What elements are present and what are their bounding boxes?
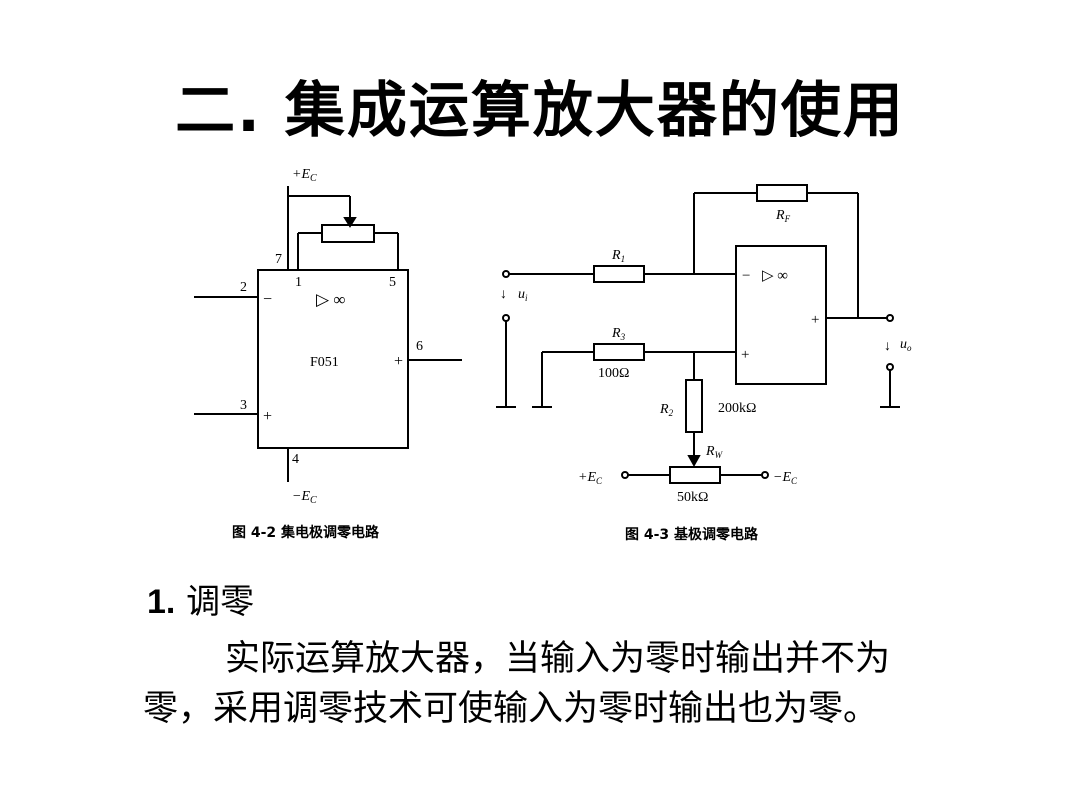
pin-1: 1 xyxy=(295,275,302,290)
output-sign: + xyxy=(394,353,403,370)
uo-arrow: ↓ xyxy=(884,339,891,354)
resistor-r3 xyxy=(593,343,645,361)
r1-label: R1 xyxy=(611,248,625,264)
uo-label: uo xyxy=(900,337,912,353)
noninverting-sign-43: + xyxy=(741,347,749,363)
r2-value: 200kΩ xyxy=(718,401,756,416)
vee-label-43: −EC xyxy=(773,470,798,486)
figure-4-3 xyxy=(496,184,900,484)
inverting-sign-43: − xyxy=(742,268,750,284)
potentiometer-rw xyxy=(669,466,721,484)
resistor-r2 xyxy=(685,379,703,433)
section-heading-text: 调零 xyxy=(186,582,255,622)
figure-4-2-caption: 图 4-2 集电极调零电路 xyxy=(232,524,380,541)
pin-3: 3 xyxy=(240,398,247,413)
inverting-sign: − xyxy=(263,291,272,308)
op-amp-box xyxy=(735,245,827,385)
noninverting-sign: + xyxy=(263,408,272,425)
body-paragraph: 实际运算放大器，当输入为零时输出并不为 零，采用调零技术可使输入为零时输出也为零… xyxy=(143,634,1043,734)
resistor-rf xyxy=(756,184,808,202)
pin-4: 4 xyxy=(292,452,299,467)
figure-4-3-labels: RF R1 R3 100Ω R2 200kΩ RW 50kΩ ui ↓ uo ↓… xyxy=(500,208,912,543)
pin-7: 7 xyxy=(275,252,282,267)
r3-value: 100Ω xyxy=(598,366,629,381)
chip-name: F051 xyxy=(310,355,339,370)
figure-4-3-caption: 图 4-3 基极调零电路 xyxy=(625,526,759,543)
paragraph-line-2: 零，采用调零技术可使输入为零时输出也为零。 xyxy=(143,689,879,729)
amp-symbol: ▷ ∞ xyxy=(316,290,345,309)
rf-label: RF xyxy=(775,208,791,224)
section-number: 1. xyxy=(147,583,176,621)
ui-label: ui xyxy=(518,287,528,303)
rw-value: 50kΩ xyxy=(677,490,708,505)
figure-4-2-labels: +EC 7 1 5 2 3 6 4 − + + ▷ ∞ F051 −EC 图 4… xyxy=(232,167,423,541)
pin-5: 5 xyxy=(389,275,396,290)
section-heading: 1. 调零 xyxy=(147,574,254,623)
vee-label: −EC xyxy=(292,489,317,506)
amp-symbol-43: ▷ ∞ xyxy=(762,268,788,284)
pin-2: 2 xyxy=(240,280,247,295)
rw-label: RW xyxy=(705,444,724,460)
figure-4-2 xyxy=(194,186,462,482)
paragraph-line-1: 实际运算放大器，当输入为零时输出并不为 xyxy=(225,639,891,679)
r2-label: R2 xyxy=(659,402,674,418)
vcc-label: +EC xyxy=(292,167,317,184)
r3-label: R3 xyxy=(611,326,626,342)
pin-6: 6 xyxy=(416,339,423,354)
page-title: 二. 集成运算放大器的使用 xyxy=(175,76,905,146)
ui-arrow: ↓ xyxy=(500,287,507,302)
vcc-label-43: +EC xyxy=(578,470,603,486)
potentiometer xyxy=(321,224,375,243)
circuit-diagrams: +EC 7 1 5 2 3 6 4 − + + ▷ ∞ F051 −EC 图 4… xyxy=(194,167,912,543)
resistor-r1 xyxy=(593,265,645,283)
output-sign-43: + xyxy=(811,312,819,328)
